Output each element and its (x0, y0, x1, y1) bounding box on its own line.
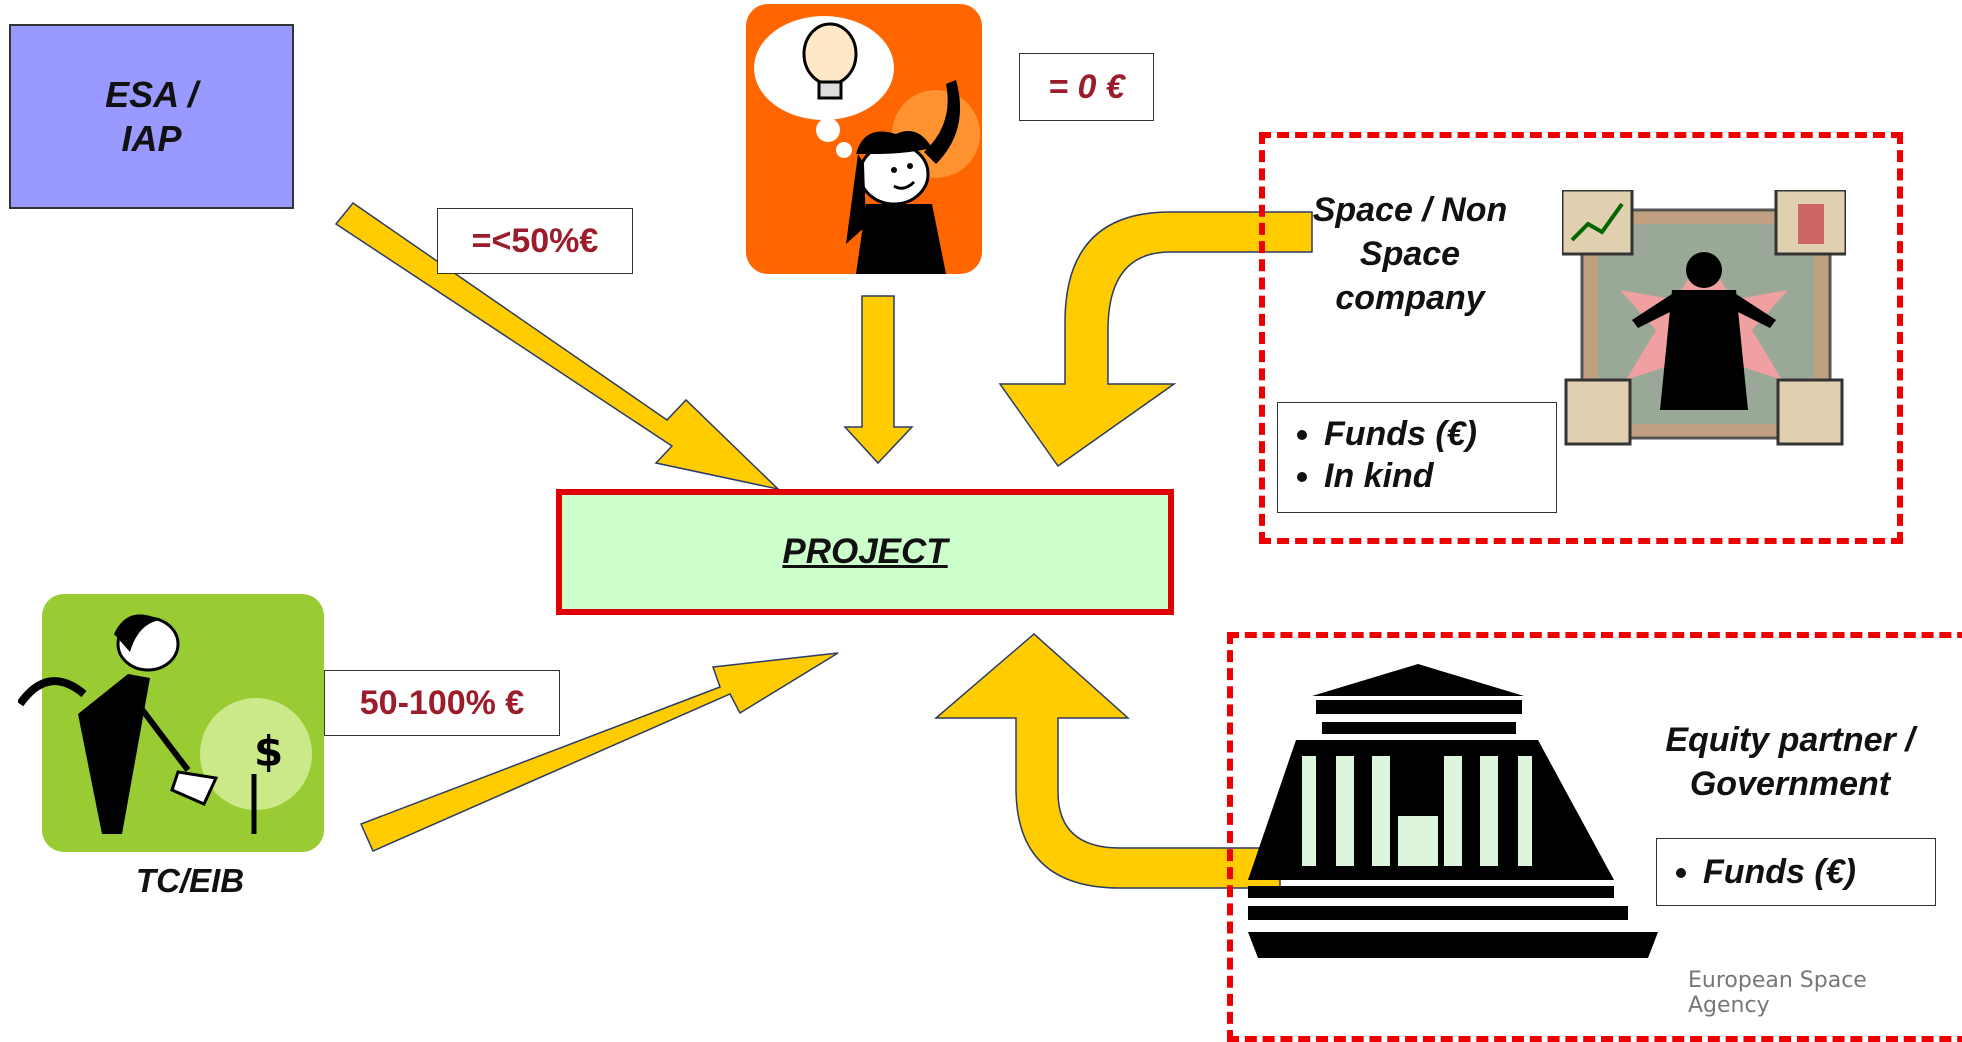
equity-bullets: Funds (€) (1656, 838, 1936, 906)
project-box: PROJECT (556, 489, 1174, 615)
equity-title-line1: Equity partner / (1665, 721, 1915, 759)
tc-arrow (359, 652, 839, 852)
project-label: PROJECT (782, 532, 948, 571)
company-bullets: Funds (€) In kind (1277, 402, 1557, 513)
lightbulb-thinker-icon (746, 4, 982, 274)
equity-title: Equity partner / Government (1620, 718, 1960, 806)
company-arrow (998, 211, 1313, 468)
esa-watermark: European Space Agency (1688, 968, 1867, 1018)
company-title-line3: company (1335, 279, 1485, 317)
tc-share-label: 50-100% € (324, 670, 560, 736)
company-dashed-group (1259, 132, 1903, 544)
esa-label-line2: IAP (121, 117, 182, 159)
svg-text:$: $ (254, 727, 283, 776)
equity-title-line2: Government (1689, 765, 1891, 803)
company-bullet-inkind: In kind (1324, 455, 1540, 497)
watering-money-icon: $ (16, 594, 324, 852)
government-building-icon (1248, 660, 1658, 960)
idea-share-label: = 0 € (1019, 53, 1154, 121)
idea-arrow (843, 295, 914, 465)
company-title-line2: Space (1359, 235, 1461, 273)
esa-iap-box: ESA / IAP (9, 24, 294, 209)
equity-arrow (933, 633, 1281, 889)
esa-share-label: =<50%€ (437, 208, 633, 274)
businessman-icon (1560, 188, 1848, 446)
esa-arrow (334, 201, 781, 491)
company-title: Space / Non Space company (1300, 188, 1520, 320)
equity-dashed-group (1227, 632, 1962, 1042)
esa-label-line1: ESA / (105, 73, 198, 115)
equity-bullet-funds: Funds (€) (1703, 851, 1919, 893)
company-title-line1: Space / Non (1312, 191, 1508, 229)
company-bullet-funds: Funds (€) (1324, 413, 1540, 455)
tc-label: TC/EIB (135, 862, 245, 899)
